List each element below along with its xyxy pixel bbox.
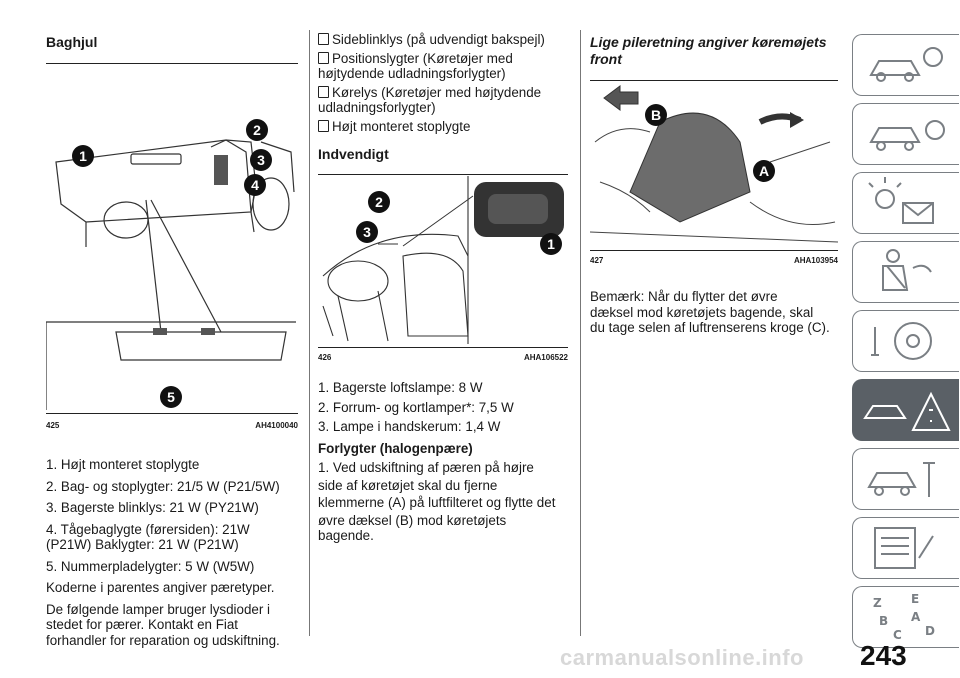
text-line: 1. Ved udskiftning af pæren på højre (318, 460, 534, 475)
bullet-item: Sideblinklys (på udvendigt bakspejl) (318, 32, 568, 48)
rear-lights-text: 1. Højt monteret stoplygte 2. Bag- og st… (46, 457, 306, 648)
checkbox-bullet-icon (318, 119, 329, 132)
seatbelt-airbag-icon (882, 249, 932, 291)
callout-1: 1 (540, 233, 562, 255)
callout-A: A (753, 160, 775, 182)
section-heading-direction: Lige pileretning angiver kørетøjets fron… (590, 34, 827, 67)
heading-rule (318, 174, 568, 175)
figure-rule (318, 347, 568, 348)
bullet-item: Positionslygter (Køretøjer med (318, 51, 568, 67)
text-line: Bemærk: Når du flytter det øvre (590, 289, 778, 304)
text-line: klemmerne (A) på luftfilteret og flytte … (318, 495, 556, 510)
bullet-item: Kørelys (Køretøjer med højtydende (318, 85, 568, 101)
bullet-item: Højt monteret stoplygte (318, 119, 568, 135)
figure-number: 427 (590, 256, 604, 265)
text-line: Koderne i parentes angiver pæretyper. (46, 580, 275, 595)
figure-rule (590, 250, 838, 251)
svg-text:Z: Z (873, 596, 882, 610)
text-line: øvre dæksel (B) mod køretøjets (318, 512, 507, 528)
tab-lights-messages[interactable] (852, 172, 959, 234)
text-line: De følgende lamper bruger lysdioder i (46, 601, 271, 617)
svg-text:D: D (925, 624, 935, 638)
tab-maintenance[interactable] (852, 448, 959, 510)
callout-4: 4 (244, 174, 266, 196)
figure-427-headlight: B A (590, 82, 838, 250)
checkbox-bullet-icon (318, 85, 329, 98)
text-line: dæksel mod køretøjets bagende, skal (590, 304, 814, 320)
section-heading-rear-lights: Baghjul (46, 34, 98, 50)
figure-rule (46, 413, 298, 414)
tab-technical-data[interactable] (852, 517, 959, 579)
checkbox-bullet-icon (318, 33, 329, 45)
note-text: Bemærk: Når du flytter det øvre dæksel m… (590, 289, 840, 336)
svg-text:C: C (893, 628, 902, 642)
heading-rule (46, 63, 298, 64)
figure-caption-427: 427 AHA103954 (590, 256, 838, 265)
callout-B: B (645, 104, 667, 126)
text-line: udladningsforlygter) (318, 100, 436, 115)
lights-messages-icon (868, 177, 934, 224)
text-line: 4. Tågebaglygte (førersiden): 21W (46, 521, 250, 537)
air-filter-illustration (590, 85, 838, 243)
callout-3: 3 (356, 221, 378, 243)
callout-5: 5 (160, 386, 182, 408)
text-line: 1. Højt monteret stoplygte (46, 457, 200, 472)
text-line: (P21W) Baklygter: 21 W (P21W) (46, 537, 239, 552)
svg-text:A: A (911, 610, 921, 624)
text-line: 3. Bagerste blinklys: 21 W (PY21W) (46, 500, 259, 515)
tab-starting-driving[interactable] (852, 310, 959, 372)
interior-illustration (322, 176, 564, 344)
figure-caption-425: 425 AH4100040 (46, 421, 298, 430)
text-line: 1. Bagerste loftslampe: 8 W (318, 380, 483, 395)
index-letters-icon: Z E B AC D (873, 592, 935, 642)
checkbox-bullet-icon (318, 51, 329, 64)
column-divider (580, 30, 581, 636)
car-info-icon (869, 47, 943, 82)
led-lamp-list: Sideblinklys (på udvendigt bakspejl) Pos… (318, 32, 568, 134)
figure-code: AHA106522 (523, 353, 568, 362)
watermark: carmanualsonline.info (560, 645, 804, 670)
text-line: forhandler for reparation og udskiftning… (46, 632, 280, 648)
subheading-headlights: Forlygter (halogenpære) (318, 440, 473, 456)
page-number: 243 (860, 640, 907, 671)
text-line: 3. Lampe i handskerum: 1,4 W (318, 419, 501, 434)
figure-number: 426 (318, 353, 332, 362)
callout-2: 2 (246, 119, 268, 141)
text-line: 2. Bag- og stoplygter: 21/5 W (P21/5W) (46, 478, 280, 494)
figure-caption-426: 426 AHA106522 (318, 353, 568, 362)
tab-emergency[interactable] (852, 379, 959, 441)
figure-code: AHA103954 (793, 256, 838, 265)
column-divider (309, 30, 310, 636)
callout-2: 2 (368, 191, 390, 213)
tab-car-info[interactable] (852, 34, 959, 96)
figure-425-rear-lights: 1 2 3 4 5 (46, 92, 298, 410)
breakdown-warning-icon (863, 391, 951, 431)
heading-rule (590, 80, 838, 81)
specs-list-icon (874, 527, 934, 569)
text-line: stedet for pærer. Kontakt en Fiat (46, 617, 239, 632)
text-line: 5. Nummerpladelygter: 5 W (W5W) (46, 558, 255, 574)
figure-code: AH4100040 (255, 421, 298, 430)
car-dashboard-icon (869, 120, 945, 151)
tab-dashboard[interactable] (852, 103, 959, 165)
text-line: side af køretøjet skal du fjerne (318, 477, 498, 493)
text-line: du tage selen af luftrenserens kroge (C)… (590, 320, 830, 335)
figure-number: 425 (46, 421, 60, 430)
car-maintenance-icon (867, 462, 935, 497)
section-heading-interior: Indvendigt (318, 146, 389, 162)
svg-text:E: E (911, 592, 919, 606)
text-line: højtydende udladningsforlygter) (318, 66, 506, 81)
tab-safety[interactable] (852, 241, 959, 303)
figure-426-interior: 2 3 1 (318, 176, 568, 344)
text-line: bagende. (318, 528, 374, 543)
interior-lamps-text: 1. Bagerste loftslampe: 8 W 2. Forrum- o… (318, 380, 568, 544)
steering-key-icon (871, 322, 932, 360)
callout-1: 1 (72, 145, 94, 167)
svg-text:B: B (879, 614, 888, 628)
callout-3: 3 (250, 149, 272, 171)
text-line: 2. Forrum- og kortlamper*: 7,5 W (318, 399, 514, 415)
